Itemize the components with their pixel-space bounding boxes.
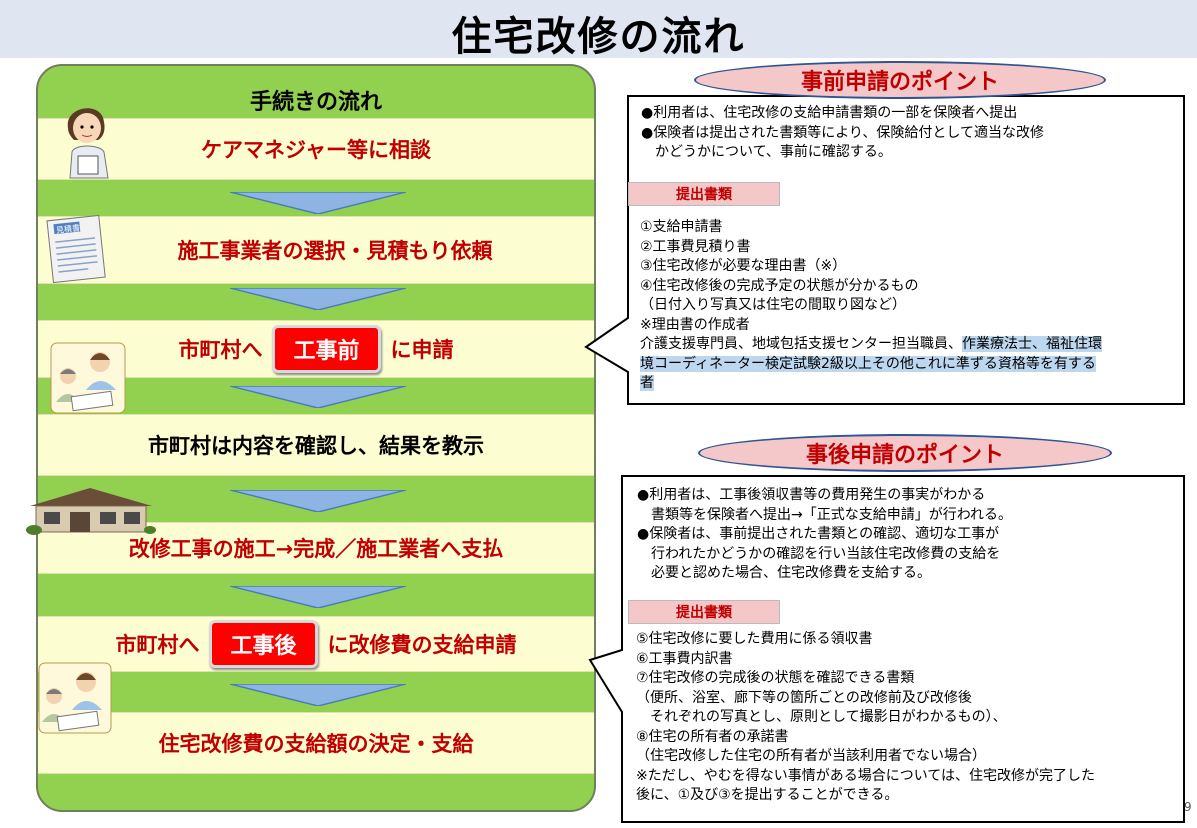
post-bullet: 行われたかどうかの確認を行い当該住宅改修費の支給を (637, 545, 1001, 562)
post-doc-item: ※ただし、やむを得ない事情がある場合については、住宅改修が完了した (636, 767, 1096, 784)
pre-documents-tag: 提出書類 (628, 182, 780, 206)
pre-doc-item: （日付入り写真又は住宅の間取り図など） (640, 297, 906, 313)
post-documents-list: ⑤住宅改修に要した費用に係る領収書 ⑥工事費内訳書 ⑦住宅改修の完成後の状態を確認で… (636, 630, 1095, 806)
pre-construction-badge: 工事前 (272, 325, 381, 373)
consultation-illustration-icon (50, 342, 126, 414)
pre-author-plain: 介護支援専門員、地域包括支援センター担当職員、 (640, 336, 962, 352)
page-title: 住宅改修の流れ (451, 14, 746, 60)
pre-author-highlight: 境コーディネーター検定試験2級以上その他これに準ずる資格等を有する (640, 355, 1096, 372)
page-number: 9 (1184, 800, 1192, 814)
flow-step-payment-label: 住宅改修費の支給額の決定・支給 (158, 732, 474, 756)
down-arrow-icon (230, 684, 406, 706)
pre-bullet: ●保険者は提出された書類等により、保険給付として適当な改修 (641, 124, 1044, 141)
post-bullets: ●利用者は、工事後領収書等の費用発生の事実がわかる 書類等を保険者へ提出→「正式… (637, 486, 1012, 584)
post-doc-item: ⑧住宅の所有者の承諾書 (636, 728, 789, 745)
post-doc-item: それぞれの写真とし、原則として撮影日がわかるもの）、 (636, 709, 1007, 725)
pre-documents-list: ①支給申請書 ②工事費見積り書 ③住宅改修が必要な理由書（※） ④住宅改修後の完成予定… (640, 218, 1102, 394)
post-application-callout (588, 475, 1185, 823)
down-arrow-icon (230, 288, 406, 310)
pre-author-highlight: 者 (640, 375, 654, 391)
pre-bullet: かどうかについて、事前に確認する。 (641, 144, 892, 160)
pre-author-line-2: 境コーディネーター検定試験2級以上その他これに準ずる資格等を有する (640, 355, 1102, 375)
estimate-document-icon: 見積書 (46, 214, 106, 284)
down-arrow-icon (230, 386, 406, 408)
post-construction-badge: 工事後 (209, 620, 318, 668)
post-bullet: ●保険者は、事前提出された書類との確認、適切な工事が (637, 526, 1000, 542)
pre-author-highlight: 作業療法士、福祉住環 (962, 336, 1102, 352)
post-doc-item: ⑦住宅改修の完成後の状態を確認できる書類 (636, 670, 915, 686)
application-illustration-icon (38, 662, 112, 734)
flow-step-post-label-after: に改修費の支給申請 (327, 633, 517, 657)
pre-doc-item: ④住宅改修後の完成予定の状態が分かるもの (640, 277, 919, 294)
flow-step-post-label-before: 市町村へ (115, 633, 200, 657)
flow-step-estimate: 施工事業者の選択・見積もり依頼 (38, 216, 594, 284)
flow-panel: 手続きの流れ ケアマネジャー等に相談 施工事業者の選択・見積もり依頼 市町村へ … (36, 64, 596, 812)
pre-author-line-1: 介護支援専門員、地域包括支援センター担当職員、作業療法士、福祉住環 (640, 335, 1102, 355)
flow-step-consult: ケアマネジャー等に相談 (38, 118, 594, 180)
pre-bullet: ●利用者は、住宅改修の支給申請書類の一部を保険者へ提出 (641, 105, 1018, 121)
post-bullet: 必要と認めた場合、住宅改修費を支給する。 (637, 565, 931, 581)
flow-step-consult-label: ケアマネジャー等に相談 (201, 138, 431, 162)
flow-step-estimate-label: 施工事業者の選択・見積もり依頼 (177, 239, 493, 263)
flow-step-construction-label: 改修工事の施工→完成／施工業者へ支払 (128, 537, 504, 561)
flow-step-payment: 住宅改修費の支給額の決定・支給 (38, 712, 594, 774)
flow-step-post-application: 市町村へ 工事後 に改修費の支給申請 (38, 616, 594, 672)
title-bar (0, 0, 1197, 58)
estimate-document-label: 見積書 (55, 223, 80, 235)
care-manager-icon (67, 108, 109, 179)
house-illustration-icon (26, 488, 156, 535)
pre-application-heading: 事前申請のポイント (694, 61, 1106, 99)
post-documents-tag: 提出書類 (628, 600, 780, 624)
down-arrow-icon (230, 490, 406, 512)
flow-step-pre-application: 市町村へ 工事前 に申請 (38, 320, 594, 378)
post-application-heading: 事後申請のポイント (698, 434, 1112, 472)
pre-doc-item: ※理由書の作成者 (640, 316, 750, 333)
flow-step-confirm-label: 市町村は内容を確認し、結果を教示 (148, 434, 484, 458)
pre-bullets: ●利用者は、住宅改修の支給申請書類の一部を保険者へ提出 ●保険者は提出された書類等… (641, 104, 1044, 163)
post-doc-item: ⑥工事費内訳書 (636, 650, 733, 667)
flow-header: 手続きの流れ (249, 90, 382, 115)
down-arrow-icon (230, 586, 406, 608)
pre-doc-item: ②工事費見積り書 (640, 238, 751, 255)
pre-doc-item: ③住宅改修が必要な理由書（※） (640, 258, 847, 274)
flow-step-confirm: 市町村は内容を確認し、結果を教示 (38, 414, 594, 476)
down-arrow-icon (230, 192, 406, 214)
post-doc-item: 後に、①及び③を提出することができる。 (636, 787, 899, 803)
post-bullet: 書類等を保険者へ提出→「正式な支給申請」が行われる。 (637, 506, 1013, 523)
pre-author-line-3: 者 (640, 374, 1102, 394)
post-bullet: ●利用者は、工事後領収書等の費用発生の事実がわかる (637, 487, 986, 503)
post-doc-item: （便所、浴室、廊下等の箇所ごとの改修前及び改修後 (636, 689, 972, 706)
pre-doc-item: ①支給申請書 (640, 219, 723, 235)
post-doc-item: ⑤住宅改修に要した費用に係る領収書 (636, 631, 873, 647)
post-doc-item: （住宅改修した住宅の所有者が当該利用者でない場合） (636, 748, 986, 764)
flow-step-pre-label-before: 市町村へ (178, 338, 263, 362)
pre-application-callout (584, 95, 1185, 405)
flow-step-pre-label-after: に申請 (390, 338, 454, 362)
